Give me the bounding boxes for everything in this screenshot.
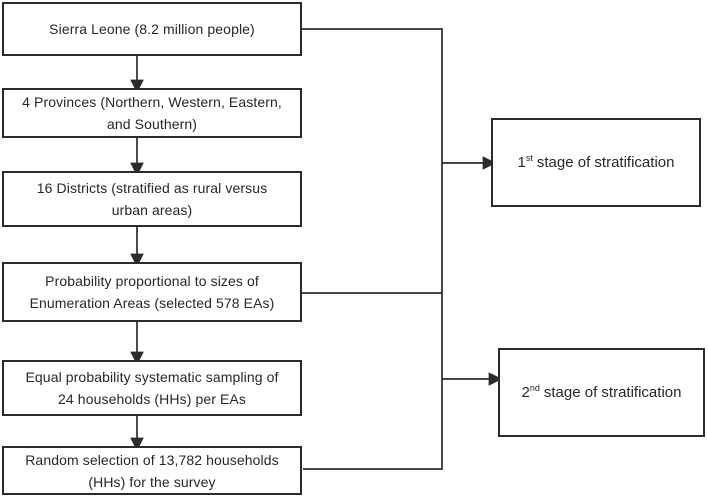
flow-box-pps-sampling: Probability proportional to sizes of Enu…	[2, 262, 302, 322]
stage-label: stage of stratification	[536, 154, 675, 171]
flow-box-provinces: 4 Provinces (Northern, Western, Eastern,…	[2, 88, 302, 138]
flow-box-random-selection: Random selection of 13,782 households (H…	[2, 446, 302, 495]
stage-ordinal-suffix: nd	[529, 383, 540, 393]
flow-box-text: Random selection of 13,782 households	[25, 451, 279, 468]
flow-box-sierra-leone: Sierra Leone (8.2 million people)	[2, 2, 302, 56]
stage-ordinal: 1	[517, 154, 526, 171]
stage-ordinal: 2	[521, 384, 530, 401]
stage-label: stage of stratification	[543, 384, 682, 401]
flow-box-text: (HHs) for the survey	[88, 473, 216, 490]
flow-box-text: and Southern)	[106, 116, 198, 132]
flow-box-text: Probability proportional to sizes of	[45, 273, 259, 289]
flow-box-text: urban areas)	[111, 202, 193, 218]
flow-box-eps-sampling: Equal probability systematic sampling of…	[2, 360, 302, 416]
stage-ordinal-suffix: st	[525, 153, 533, 163]
flow-box-text: Sierra Leone (8.2 million people)	[49, 21, 255, 37]
flow-box-text: 16 Districts (stratified as rural versus	[36, 180, 268, 196]
flow-box-text: Equal probability systematic sampling of	[25, 369, 279, 385]
flow-box-districts: 16 Districts (stratified as rural versus…	[2, 171, 302, 227]
flow-box-text: 4 Provinces (Northern, Western, Eastern,	[22, 94, 282, 110]
flow-box-text: 24 households (HHs) per EAs	[58, 391, 246, 407]
flow-box-text: Enumeration Areas (selected 578 EAs)	[29, 295, 275, 311]
connector-rail	[302, 28, 443, 470]
